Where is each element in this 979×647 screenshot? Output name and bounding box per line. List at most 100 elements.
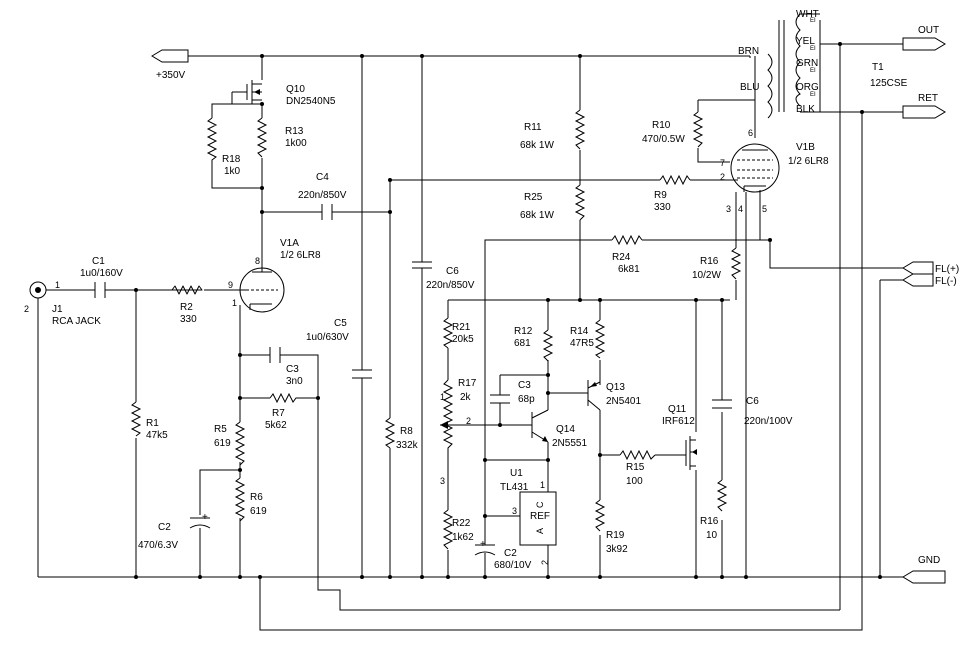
q13-pnp-transistor: Q13 2N5401 xyxy=(580,380,641,411)
j1-ref: J1 xyxy=(52,304,63,315)
net-flag-fl-plus: FL(+) xyxy=(902,261,959,275)
svg-text:R10: R10 xyxy=(652,120,671,131)
svg-text:619: 619 xyxy=(214,438,231,449)
svg-text:C3: C3 xyxy=(518,380,531,391)
svg-text:R13: R13 xyxy=(285,126,304,137)
svg-text:EI: EI xyxy=(810,68,816,74)
svg-text:47R5: 47R5 xyxy=(570,338,594,349)
svg-text:10: 10 xyxy=(706,530,718,541)
r1-resistor: R1 47k5 xyxy=(130,401,168,441)
svg-text:220n/850V: 220n/850V xyxy=(426,280,475,291)
svg-text:C6: C6 xyxy=(446,266,459,277)
r18-resistor: R18 1k0 xyxy=(206,117,241,177)
c3-capacitor-3n0: C3 3n0 xyxy=(269,347,303,387)
svg-text:47k5: 47k5 xyxy=(146,430,168,441)
q14-npn-transistor: Q14 2N5551 xyxy=(520,409,587,449)
r10-resistor: R10 470/0.5W xyxy=(642,111,704,148)
net-label-gnd: GND xyxy=(918,555,940,566)
r19-resistor: R19 3k92 xyxy=(594,499,628,555)
net-flag-out: OUT xyxy=(902,25,946,51)
svg-text:619: 619 xyxy=(250,506,267,517)
q10-mosfet: Q10 DN2540N5 xyxy=(231,80,336,107)
net-flag-ret: RET xyxy=(902,93,946,119)
svg-text:R16: R16 xyxy=(700,516,719,527)
net-label-out: OUT xyxy=(918,25,939,36)
r6-resistor: R6 619 xyxy=(234,477,267,522)
svg-text:R15: R15 xyxy=(626,462,645,473)
svg-text:68k 1W: 68k 1W xyxy=(520,210,554,221)
svg-text:R8: R8 xyxy=(400,426,413,437)
r13-resistor: R13 1k00 xyxy=(256,117,307,158)
net-label-fl-plus: FL(+) xyxy=(935,264,959,275)
svg-text:1: 1 xyxy=(55,280,60,290)
svg-text:220n/100V: 220n/100V xyxy=(744,416,793,427)
r8-resistor: R8 332k xyxy=(384,417,419,451)
j1-rca-jack: 1 2 J1 RCA JACK xyxy=(24,280,101,327)
svg-text:R24: R24 xyxy=(612,252,631,263)
r12-resistor: R12 681 xyxy=(514,326,554,362)
svg-text:Q14: Q14 xyxy=(556,424,575,435)
svg-text:C4: C4 xyxy=(316,172,329,183)
r14-resistor: R14 47R5 xyxy=(570,319,606,359)
svg-text:R7: R7 xyxy=(272,408,285,419)
svg-text:R14: R14 xyxy=(570,326,589,337)
junction-dots xyxy=(134,42,882,579)
svg-text:EI: EI xyxy=(810,92,816,98)
svg-text:2: 2 xyxy=(466,416,471,426)
svg-text:125CSE: 125CSE xyxy=(870,78,908,89)
svg-text:3: 3 xyxy=(440,476,445,486)
svg-text:1u0/630V: 1u0/630V xyxy=(306,332,349,343)
r16-resistor-10-2w: R16 10/2W xyxy=(692,247,742,281)
t1-output-transformer: BRN BLU WHT YEL GRN ORG BLK EI EI EI EI … xyxy=(738,9,908,119)
svg-text:R5: R5 xyxy=(214,424,227,435)
svg-text:1k62: 1k62 xyxy=(452,532,474,543)
svg-text:R11: R11 xyxy=(524,122,542,133)
svg-text:332k: 332k xyxy=(396,440,419,451)
svg-text:IRF612: IRF612 xyxy=(662,416,695,427)
r16-resistor-10: R16 10 xyxy=(700,479,728,541)
svg-text:2: 2 xyxy=(24,304,29,314)
c1-capacitor: C1 1u0/160V xyxy=(80,256,123,298)
svg-text:1u0/160V: 1u0/160V xyxy=(80,268,123,279)
svg-text:T1: T1 xyxy=(872,62,884,73)
svg-text:1: 1 xyxy=(540,480,545,490)
svg-text:GRN: GRN xyxy=(796,58,818,69)
wires xyxy=(37,20,903,631)
svg-text:680/10V: 680/10V xyxy=(494,560,532,571)
svg-text:470/6.3V: 470/6.3V xyxy=(138,540,178,551)
svg-text:C: C xyxy=(535,501,545,508)
j1-value: RCA JACK xyxy=(52,316,101,327)
svg-text:R16: R16 xyxy=(700,256,719,267)
svg-text:2: 2 xyxy=(540,560,550,565)
net-label-ret: RET xyxy=(918,93,938,104)
svg-text:330: 330 xyxy=(654,202,671,213)
c3-capacitor-68p: C3 68p xyxy=(490,380,535,405)
svg-text:7: 7 xyxy=(720,158,725,168)
c4-capacitor: C4 220n/850V xyxy=(298,172,347,220)
r22-resistor: R22 1k62 xyxy=(442,509,474,550)
svg-text:DN2540N5: DN2540N5 xyxy=(286,96,336,107)
svg-text:681: 681 xyxy=(514,338,531,349)
svg-text:EI: EI xyxy=(810,18,816,24)
svg-text:WHT: WHT xyxy=(796,9,819,20)
svg-text:4: 4 xyxy=(738,204,743,214)
svg-text:3n0: 3n0 xyxy=(286,376,303,387)
svg-text:U1: U1 xyxy=(510,468,523,479)
svg-text:Q10: Q10 xyxy=(286,84,305,95)
r25-resistor: R25 68k 1W xyxy=(520,184,586,221)
svg-text:V1B: V1B xyxy=(796,142,815,153)
svg-text:20k5: 20k5 xyxy=(452,334,474,345)
svg-text:R25: R25 xyxy=(524,192,543,203)
r24-resistor: R24 6k81 xyxy=(611,234,643,275)
svg-text:A: A xyxy=(535,528,545,534)
svg-text:1k0: 1k0 xyxy=(224,166,241,177)
svg-text:1/2 6LR8: 1/2 6LR8 xyxy=(788,156,829,167)
svg-text:1: 1 xyxy=(440,392,445,402)
svg-text:6k81: 6k81 xyxy=(618,264,640,275)
net-flag-fl-minus: FL(-) xyxy=(902,273,957,287)
svg-text:EI: EI xyxy=(810,46,816,52)
svg-text:1k00: 1k00 xyxy=(285,138,307,149)
svg-text:Q13: Q13 xyxy=(606,382,625,393)
svg-text:R18: R18 xyxy=(222,154,241,165)
